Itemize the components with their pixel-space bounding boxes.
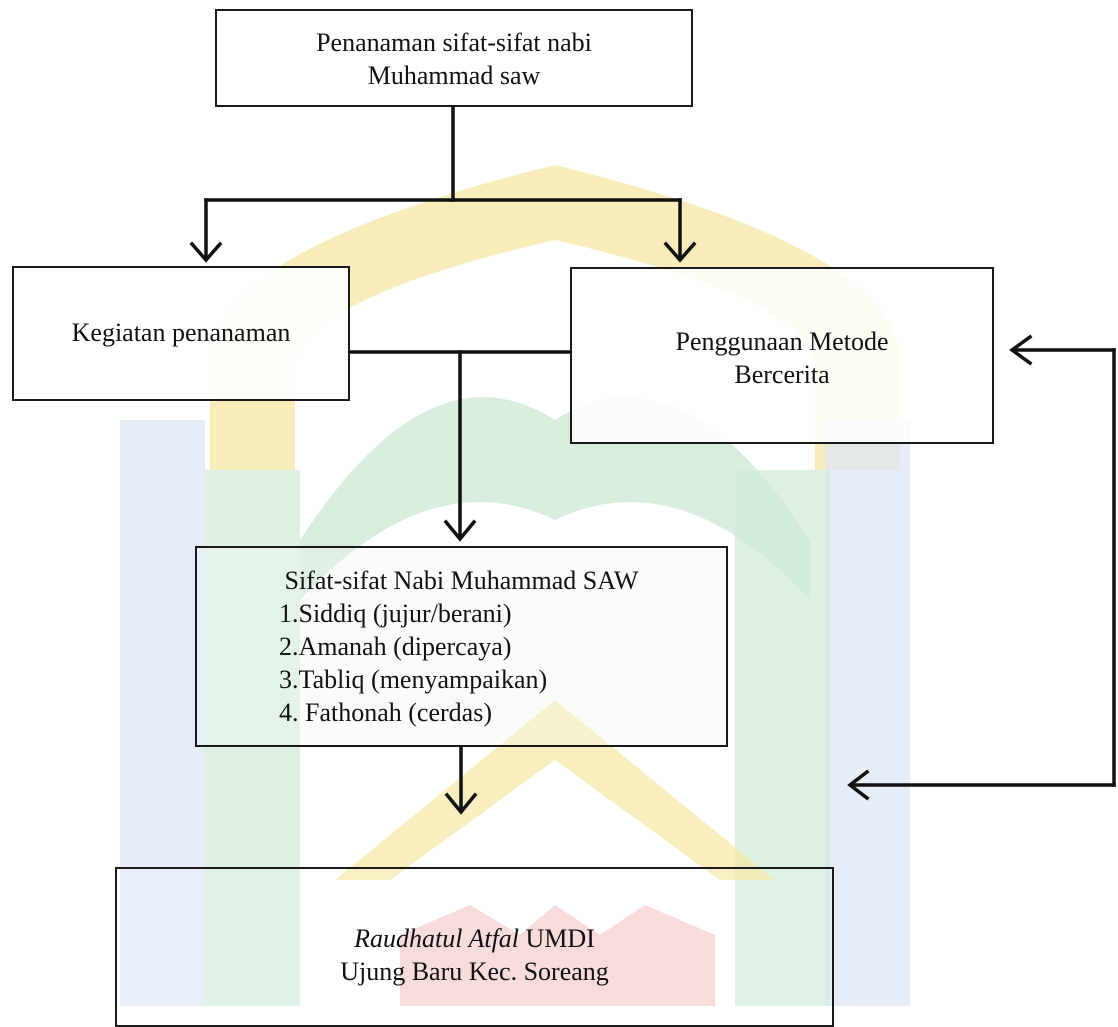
box-penanaman-line2: Muhammad saw <box>367 61 541 90</box>
watermark-roof <box>335 700 775 880</box>
box-raudhatul-line1: Raudhatul Atfal UMDI <box>117 922 832 955</box>
watermark-column-right <box>735 470 830 1006</box>
watermark-pillar-left <box>120 420 205 1006</box>
box-sifat-nabi: Sifat-sifat Nabi Muhammad SAW 1.Siddiq (… <box>195 546 728 747</box>
box-penanaman-sifat: Penanaman sifat-sifat nabi Muhammad saw <box>215 9 693 107</box>
box-kegiatan-penanaman: Kegiatan penanaman <box>12 266 350 401</box>
sifat-item-fathonah: 4. Fathonah (cerdas) <box>279 698 492 727</box>
box-penanaman-line1: Penanaman sifat-sifat nabi <box>316 28 592 57</box>
watermark-pillar-right <box>825 420 910 1006</box>
arrowhead-feedback-metode <box>1009 334 1033 366</box>
watermark-column-left <box>205 470 300 1006</box>
raudhatul-umdi: UMDI <box>519 924 595 953</box>
arrowhead-feedback-raudhatul <box>847 769 870 801</box>
box-metode-line1: Penggunaan Metode <box>675 327 889 356</box>
box-kegiatan-label: Kegiatan penanaman <box>71 318 291 347</box>
box-metode-line2: Bercerita <box>734 360 830 389</box>
arrowhead-left-box <box>189 241 223 263</box>
watermark-arch <box>210 165 900 470</box>
arrowhead-bottom-box <box>444 792 478 815</box>
sifat-item-siddiq: 1.Siddiq (jujur/berani) <box>279 599 512 628</box>
box-metode-bercerita: Penggunaan Metode Bercerita <box>570 267 994 444</box>
sifat-item-tabliq: 3.Tabliq (menyampaikan) <box>279 665 548 694</box>
arrowhead-right-box <box>663 241 697 263</box>
box-sifat-title: Sifat-sifat Nabi Muhammad SAW <box>284 566 639 595</box>
watermark-book <box>300 397 810 600</box>
box-raudhatul-atfal: Raudhatul Atfal UMDI Ujung Baru Kec. Sor… <box>115 867 834 1027</box>
box-raudhatul-line2: Ujung Baru Kec. Soreang <box>340 957 609 986</box>
sifat-item-amanah: 2.Amanah (dipercaya) <box>279 632 512 661</box>
watermark-logo <box>120 165 910 1006</box>
arrowhead-middle-box <box>443 519 477 542</box>
raudhatul-atfal-italic: Raudhatul Atfal <box>354 924 520 953</box>
watermark-emblem <box>400 905 715 1006</box>
connector-lines <box>189 105 1116 815</box>
